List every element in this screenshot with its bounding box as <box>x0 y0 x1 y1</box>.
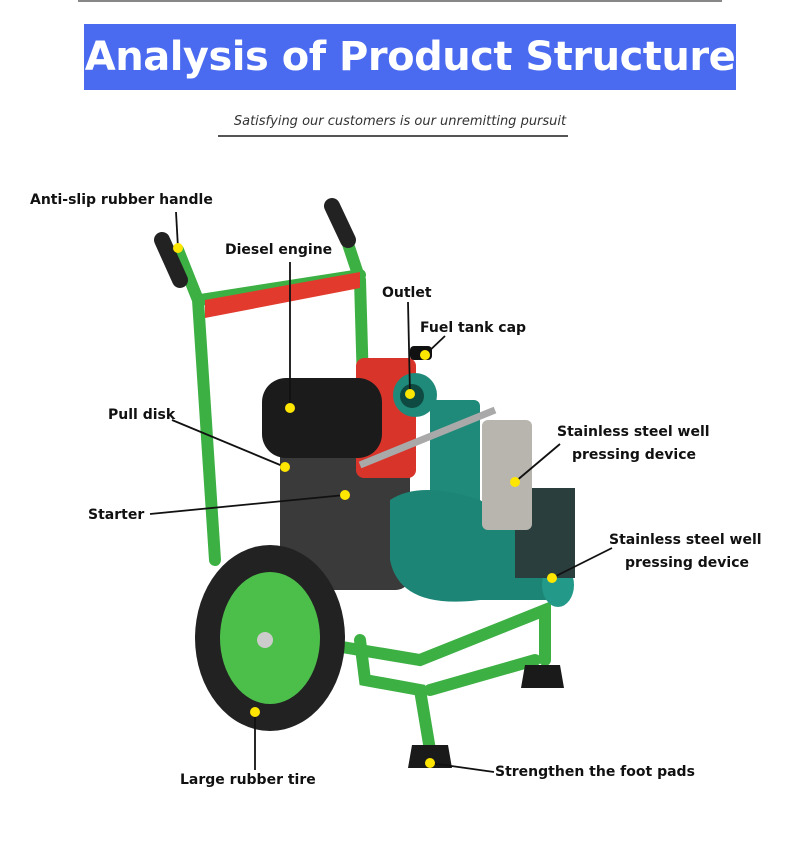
page-title: Analysis of Product Structure <box>84 34 736 80</box>
subtitle-underline <box>218 135 568 137</box>
marker-dot <box>405 389 415 399</box>
label-handle: Anti-slip rubber handle <box>30 192 213 208</box>
foot-pad-rear <box>521 665 564 688</box>
marker-dot <box>285 403 295 413</box>
title-banner: Analysis of Product Structure <box>84 24 736 90</box>
air-filter <box>262 378 382 458</box>
label-steel-device-2-line1: Stainless steel well <box>609 532 762 548</box>
marker-dot <box>547 573 557 583</box>
leader-lines <box>149 211 613 773</box>
marker-dots <box>173 243 557 768</box>
label-starter: Starter <box>88 507 145 523</box>
label-foot-pads: Strengthen the foot pads <box>495 764 695 780</box>
marker-dot <box>173 243 183 253</box>
label-steel-device-1-line2: pressing device <box>572 447 696 463</box>
marker-dot <box>420 350 430 360</box>
red-band <box>205 272 360 318</box>
label-steel-device-1-line1: Stainless steel well <box>557 424 710 440</box>
marker-dot <box>280 462 290 472</box>
lever-bar <box>358 406 497 469</box>
label-steel-device-2-line2: pressing device <box>625 555 749 571</box>
label-tire: Large rubber tire <box>180 772 316 788</box>
subtitle: Satisfying our customers is our unremitt… <box>233 114 567 129</box>
foot-pad-front <box>408 745 452 768</box>
label-pull-disk: Pull disk <box>108 407 176 423</box>
handle-grips <box>154 198 356 288</box>
marker-dot <box>425 758 435 768</box>
large-wheel <box>195 545 345 731</box>
label-outlet: Outlet <box>382 285 432 301</box>
top-divider <box>78 0 722 2</box>
marker-dot <box>510 477 520 487</box>
marker-dot <box>340 490 350 500</box>
marker-dot <box>250 707 260 717</box>
steel-cylinder <box>482 420 532 530</box>
label-engine: Diesel engine <box>225 242 333 258</box>
label-fuel-cap: Fuel tank cap <box>420 320 527 336</box>
